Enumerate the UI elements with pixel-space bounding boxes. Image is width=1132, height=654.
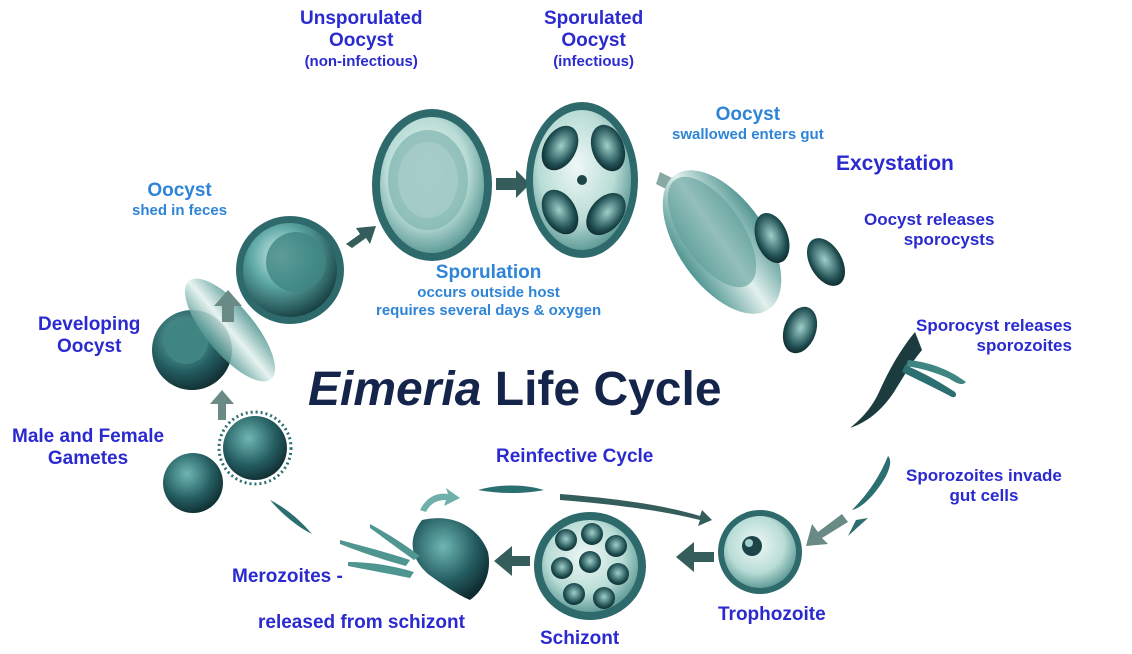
excystation-label: Excystation: [836, 152, 954, 177]
sporulation-line3: requires several days & oxygen: [376, 302, 601, 320]
invade-line2: gut cells: [906, 486, 1062, 506]
sporulated-oocyst-label: Sporulated Oocyst (infectious): [544, 8, 643, 71]
sporulated-oocyst-illustration: [526, 102, 638, 258]
unsporulated-oocyst-label: Unsporulated Oocyst (non-infectious): [300, 8, 422, 71]
unsporulated-line1: Unsporulated: [300, 8, 422, 30]
developing-line2: Oocyst: [38, 336, 140, 358]
oocyst-releases-sporocysts-label: Oocyst releases sporocysts: [864, 210, 994, 250]
reinfective-cycle-label: Reinfective Cycle: [496, 446, 653, 468]
swallowed-line1: Oocyst: [672, 104, 824, 126]
schizont-illustration: [534, 512, 646, 620]
excystation-illustration: [639, 150, 853, 358]
unsporulated-note: (non-infectious): [300, 53, 422, 71]
developing-line1: Developing: [38, 314, 140, 336]
releases-sporozoites-line1: Sporocyst releases: [916, 316, 1072, 336]
merozoites-line1: Merozoites -: [232, 566, 343, 588]
releases-sporocysts-line2: sporocysts: [864, 230, 994, 250]
reinfective-merozoite: [478, 486, 544, 494]
gametes-line2: Gametes: [12, 448, 164, 470]
shed-oocyst-illustration: [236, 216, 344, 324]
shed-line2: shed in feces: [132, 202, 227, 220]
sporozoites-invade-label: Sporozoites invade gut cells: [906, 466, 1062, 506]
sporocyst-releases-sporozoites-label: Sporocyst releases sporozoites: [916, 316, 1072, 356]
gametes-label: Male and Female Gametes: [12, 426, 164, 471]
sporulated-line2: Oocyst: [544, 30, 643, 52]
shed-line1: Oocyst: [132, 180, 227, 202]
sporulated-note: (infectious): [544, 53, 643, 71]
unsporulated-oocyst-illustration: [372, 109, 492, 261]
developing-oocyst-label: Developing Oocyst: [38, 314, 140, 359]
unsporulated-line2: Oocyst: [300, 30, 422, 52]
oocyst-swallowed-label: Oocyst swallowed enters gut: [672, 104, 824, 144]
gametes-illustration: [163, 412, 291, 513]
title-rest: Life Cycle: [481, 363, 721, 416]
trophozoite-illustration: [718, 510, 802, 594]
oocyst-shed-label: Oocyst shed in feces: [132, 180, 227, 220]
schizont-label: Schizont: [540, 628, 619, 650]
arrow-to-merozoites: [494, 546, 530, 576]
arrow-to-sporulated: [496, 170, 530, 198]
arrow-to-unsporulated: [346, 226, 376, 248]
merozoite-left: [270, 500, 312, 534]
sporulation-line1: Sporulation: [376, 262, 601, 284]
sporulation-label: Sporulation occurs outside host requires…: [376, 262, 601, 320]
arrow-to-schizont: [676, 542, 714, 572]
invade-line1: Sporozoites invade: [906, 466, 1062, 486]
sporulation-line2: occurs outside host: [376, 284, 601, 302]
trophozoite-label: Trophozoite: [718, 604, 826, 626]
title-genus: Eimeria: [308, 363, 481, 416]
invading-sporozoite-illustration: [848, 456, 890, 536]
releases-sporozoites-line2: sporozoites: [916, 336, 1072, 356]
diagram-title: Eimeria Life Cycle: [308, 362, 722, 417]
swallowed-note: swallowed enters gut: [672, 126, 824, 144]
merozoite-release-illustration: [340, 488, 489, 600]
arrow-to-trophozoite: [806, 514, 848, 546]
arrow-to-developing: [210, 390, 234, 420]
releases-sporocysts-line1: Oocyst releases: [864, 210, 994, 230]
gametes-line1: Male and Female: [12, 426, 164, 448]
merozoites-line2: released from schizont: [258, 612, 465, 634]
sporulated-line1: Sporulated: [544, 8, 643, 30]
